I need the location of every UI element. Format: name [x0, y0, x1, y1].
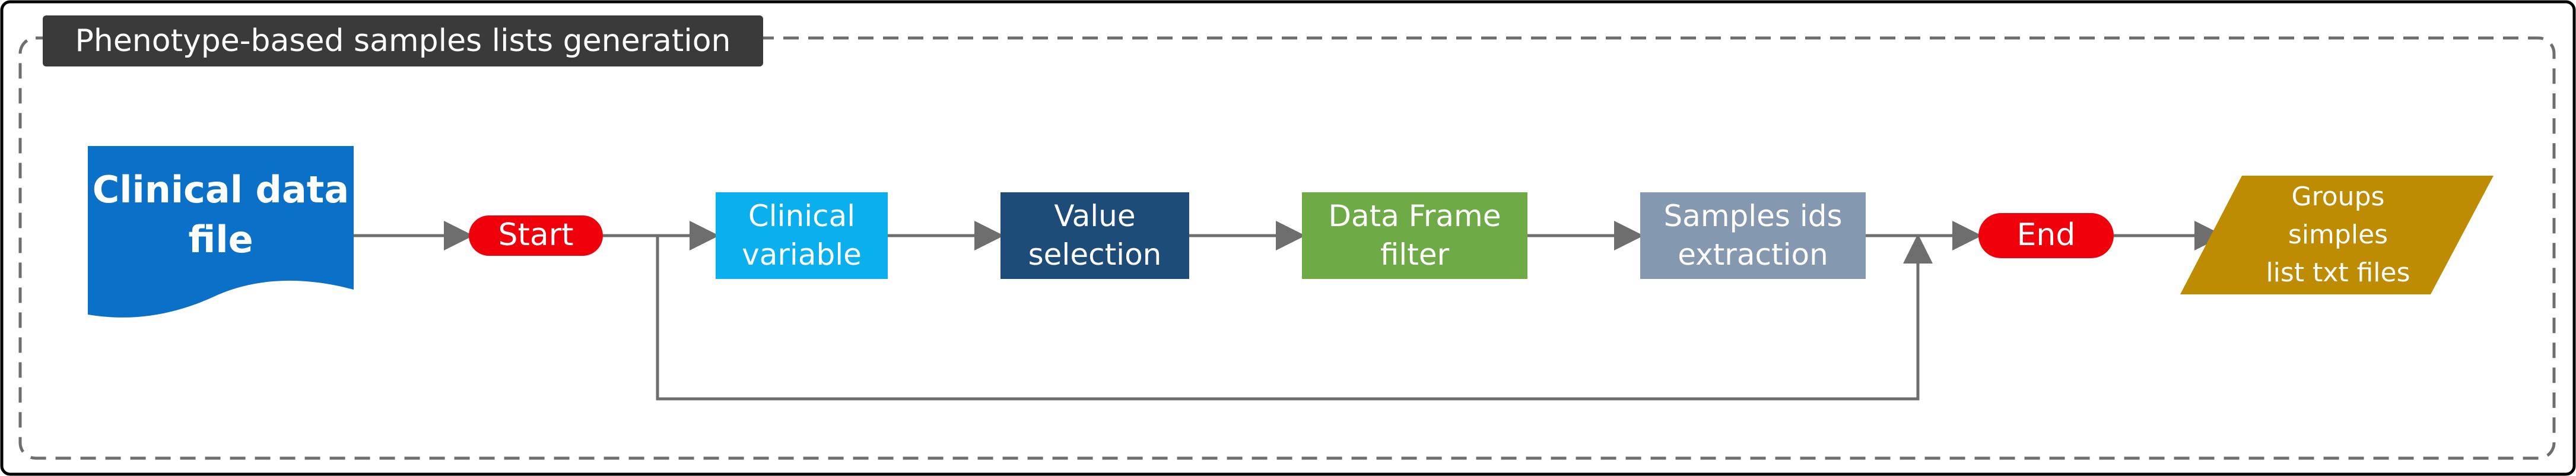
clinical-variable-shape: [716, 192, 888, 279]
output-files-shape: [2180, 176, 2494, 294]
end-shape: [1978, 213, 2114, 258]
bypass-arrow-start-to-end: [656, 234, 1933, 401]
start-shape: [469, 215, 603, 256]
samples-ids-extraction-shape: [1640, 192, 1866, 279]
diagram-title: Phenotype-based samples lists generation: [43, 15, 763, 66]
data-frame-filter-shape: [1302, 192, 1527, 279]
group-dashed-border: [18, 36, 2556, 460]
value-selection-shape: [1000, 192, 1189, 279]
clinical-data-file-shape: [88, 146, 354, 318]
